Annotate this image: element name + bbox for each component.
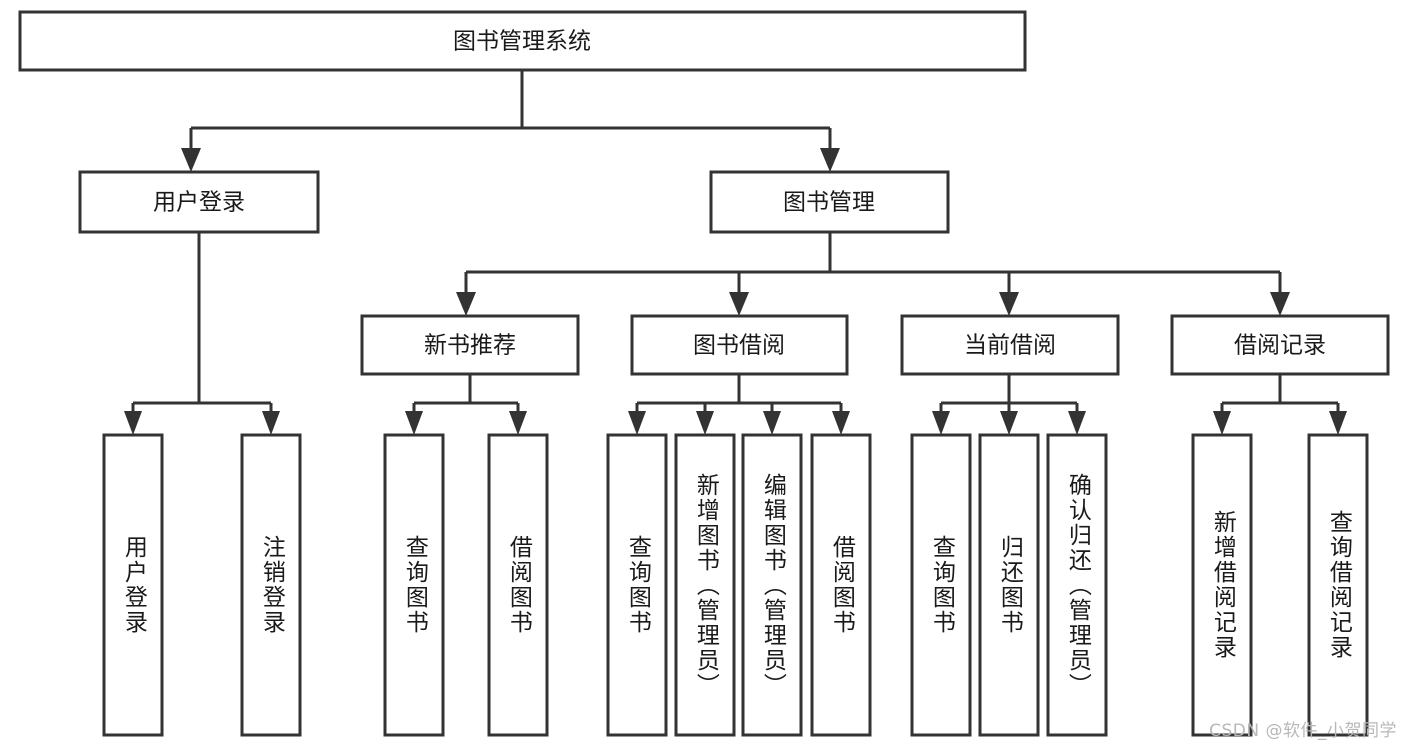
connector-bookborrow-to-leaves	[628, 374, 850, 435]
arrow-head-cb-1	[1000, 411, 1018, 435]
leaf-box-user-login-0[interactable]	[102, 433, 164, 737]
arrow-head-nb-1	[509, 411, 527, 435]
connector-userlogin-to-leaves	[124, 232, 280, 435]
leaf-box-book-borrow-2[interactable]	[741, 433, 803, 737]
leaf-box-borrow-record-0[interactable]	[1191, 433, 1253, 737]
leaf-box-new-book-1[interactable]	[487, 433, 549, 737]
arrow-head-new-book	[456, 292, 476, 316]
arrow-head-current-borrow	[999, 292, 1019, 316]
leaf-box-borrow-record-1[interactable]	[1307, 433, 1369, 737]
node-box-new-book-recommend[interactable]	[360, 314, 580, 376]
node-box-user-login[interactable]	[78, 170, 320, 234]
node-label-book-manage: 图书管理	[783, 190, 875, 216]
connector-currentborrow-to-leaves	[932, 374, 1086, 435]
arrow-head-br-0	[1213, 411, 1231, 435]
arrow-head-book-manage	[820, 148, 840, 172]
arrow-head-bb-1	[696, 411, 714, 435]
node-label-current-borrow: 当前借阅	[964, 333, 1056, 359]
arrow-head-cb-0	[932, 411, 950, 435]
arrow-head-ul-0	[124, 411, 142, 435]
arrow-head-bb-0	[628, 411, 646, 435]
leaf-box-current-borrow-0[interactable]	[910, 433, 972, 737]
leaf-box-book-borrow-3[interactable]	[810, 433, 872, 737]
leaf-box-new-book-0[interactable]	[383, 433, 445, 737]
arrow-head-user-login	[181, 148, 201, 172]
csdn-watermark: CSDN @软件_小贺同学	[1209, 721, 1397, 741]
arrow-head-bb-3	[832, 411, 850, 435]
arrow-head-cb-2	[1068, 411, 1086, 435]
node-box-book-manage[interactable]	[709, 170, 950, 234]
node-box-root[interactable]	[18, 10, 1027, 72]
arrow-head-borrow-record	[1270, 292, 1290, 316]
connector-newbook-to-leaves	[405, 374, 527, 435]
arrow-head-br-1	[1329, 411, 1347, 435]
node-label-user-login: 用户登录	[153, 190, 245, 216]
leaf-box-current-borrow-1[interactable]	[978, 433, 1040, 737]
leaf-box-user-login-1[interactable]	[240, 433, 302, 737]
node-box-current-borrow[interactable]	[900, 314, 1120, 376]
node-box-borrow-record[interactable]	[1170, 314, 1390, 376]
node-label-root: 图书管理系统	[453, 29, 591, 55]
node-box-book-borrow[interactable]	[630, 314, 849, 376]
arrow-head-bb-2	[763, 411, 781, 435]
arrow-head-book-borrow	[729, 292, 749, 316]
node-label-book-borrow: 图书借阅	[693, 333, 785, 359]
leaf-box-book-borrow-1[interactable]	[674, 433, 736, 737]
arrow-head-ul-1	[262, 411, 280, 435]
connector-bookmanage-to-level3	[456, 232, 1290, 316]
arrow-head-nb-0	[405, 411, 423, 435]
leaf-box-book-borrow-0[interactable]	[606, 433, 668, 737]
node-label-borrow-record: 借阅记录	[1234, 333, 1326, 359]
connector-borrowrecord-to-leaves	[1213, 374, 1347, 435]
connector-root-to-level2	[181, 70, 840, 172]
node-label-new-book-recommend: 新书推荐	[424, 333, 516, 359]
leaf-box-current-borrow-2[interactable]	[1046, 433, 1108, 737]
